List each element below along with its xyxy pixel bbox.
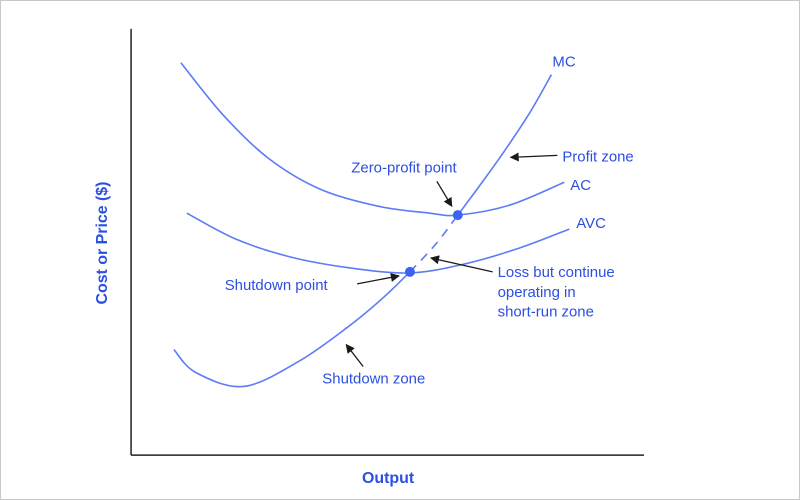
profit-zone-arrow	[509, 152, 558, 162]
loss-zone-arrow	[429, 255, 493, 273]
ac-curve	[180, 62, 565, 217]
loss-zone-label-line3: short-run zone	[498, 304, 594, 321]
avc-curve	[186, 212, 570, 274]
zero-profit-label: Zero-profit point	[351, 159, 457, 176]
shutdown-point-arrow	[357, 272, 400, 285]
avc-label: AVC	[576, 215, 606, 232]
shutdown-zone-label: Shutdown zone	[322, 370, 425, 387]
profit-zone-label: Profit zone	[562, 148, 633, 165]
loss-zone-label-line1: Loss but continue	[498, 264, 615, 281]
shutdown-point-label: Shutdown point	[225, 277, 329, 294]
loss-zone-label-line2: operating in	[498, 284, 576, 301]
mc-curve-upper	[457, 74, 553, 216]
shutdown-zone-arrow	[345, 343, 364, 367]
mc-curve-dashed-segment	[409, 214, 459, 273]
mc-label: MC	[552, 54, 575, 71]
shutdown-dot	[404, 266, 415, 277]
zero-profit-dot	[452, 210, 463, 221]
mc-curve-lower	[173, 271, 411, 388]
ac-label: AC	[570, 177, 591, 194]
x-axis-label: Output	[362, 470, 415, 487]
y-axis-label: Cost or Price ($)	[94, 182, 111, 305]
zero-profit-arrow	[436, 180, 453, 207]
